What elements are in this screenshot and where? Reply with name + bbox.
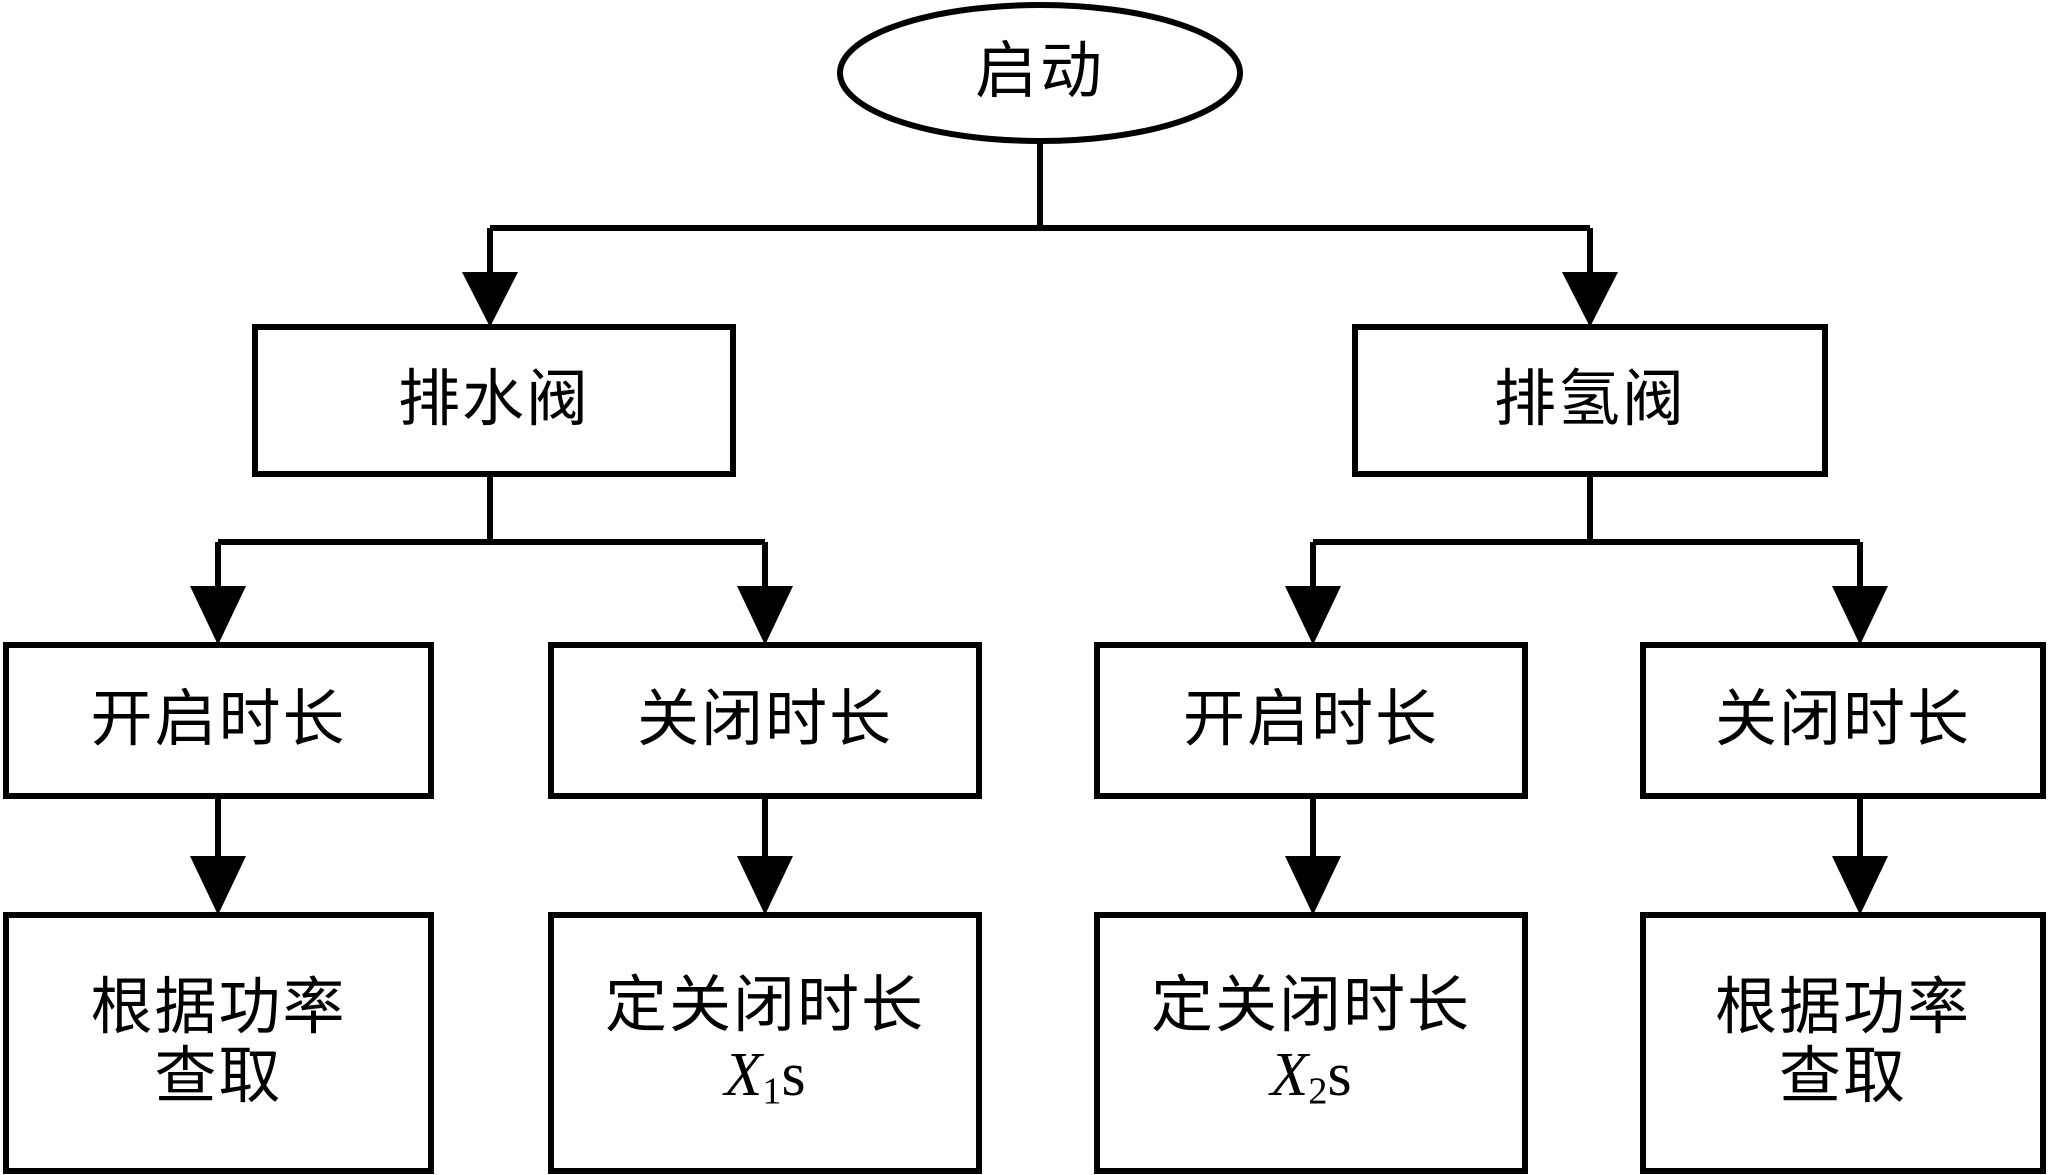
node-shape-drain-open-duration[interactable] <box>3 642 434 799</box>
edge-drain-valve-to-durations <box>190 474 793 645</box>
node-shape-drain-close-action[interactable] <box>548 912 982 1174</box>
arrow-head-to-drain-valve <box>462 272 518 327</box>
node-shape-hydrogen-open-action[interactable] <box>1094 912 1528 1174</box>
node-shape-hydrogen-close-action[interactable] <box>1640 912 2046 1174</box>
node-shape-drain-open-action[interactable] <box>3 912 434 1174</box>
node-shape-start[interactable] <box>837 2 1243 144</box>
node-shape-hydrogen-close-duration[interactable] <box>1640 642 2046 799</box>
arrow-head-to-hydrogen-open-action <box>1285 856 1341 915</box>
arrow-head-to-hydrogen-open-duration <box>1285 586 1341 645</box>
node-shape-drain-close-duration[interactable] <box>548 642 982 799</box>
edge-hydrogen-valve-to-durations <box>1285 474 1888 645</box>
edge-start-to-valves <box>462 140 1618 327</box>
arrow-head-to-drain-close-action <box>737 856 793 915</box>
arrow-head-to-hydrogen-valve <box>1562 272 1618 327</box>
edge-durations-to-actions <box>190 796 1888 915</box>
arrow-head-to-hydrogen-close-duration <box>1832 586 1888 645</box>
node-shape-hydrogen-open-duration[interactable] <box>1094 642 1528 799</box>
node-shape-hydrogen-valve[interactable] <box>1352 324 1828 477</box>
arrow-head-to-drain-open-action <box>190 856 246 915</box>
arrow-head-to-drain-open-duration <box>190 586 246 645</box>
node-shape-drain-valve[interactable] <box>252 324 736 477</box>
arrow-head-to-hydrogen-close-action <box>1832 856 1888 915</box>
arrow-head-to-drain-close-duration <box>737 586 793 645</box>
